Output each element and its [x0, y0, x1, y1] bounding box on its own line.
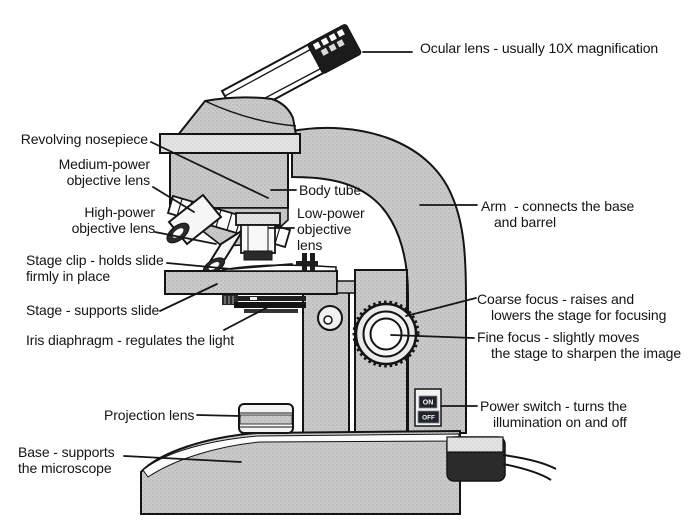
label-low-power-line2: objective [297, 221, 352, 237]
leader-nosepiece [150, 141, 269, 199]
label-fine-focus-line1: Fine focus - slightly moves [477, 329, 640, 345]
label-arm-line2: and barrel [494, 214, 557, 230]
label-iris-diaphragm: Iris diaphragm - regulates the light [26, 332, 235, 348]
label-low-power-line3: lens [297, 237, 323, 253]
label-fine-focus-line2: the stage to sharpen the image [491, 345, 682, 361]
head-seam [204, 100, 297, 127]
leader-iris [223, 306, 269, 331]
switch-on-button [418, 395, 438, 409]
microscope-head [175, 96, 298, 136]
leader-lines [123, 51, 478, 463]
label-power-switch-line2: illumination on and off [493, 414, 627, 430]
leader-base [123, 455, 242, 463]
leader-high [154, 231, 217, 245]
power-switch: ON OFF [414, 388, 442, 427]
label-base-line1: Base - supports [18, 444, 115, 460]
label-medium-power-line2: objective lens [66, 172, 151, 188]
fine-focus-knob [369, 317, 403, 351]
label-stage-clip-line1: Stage clip - holds slide [26, 252, 164, 268]
label-body-tube: Body tube [299, 182, 362, 198]
label-base-line2: the microscope [18, 460, 112, 476]
leader-stage-clip [166, 262, 293, 270]
label-coarse-focus-line2: lowers the stage for focusing [491, 307, 667, 323]
collar [159, 133, 301, 154]
label-medium-power-line1: Medium-power [58, 156, 150, 172]
leader-stage [159, 283, 218, 312]
label-high-power-line1: High-power [84, 204, 155, 220]
leader-medium [152, 186, 195, 213]
switch-off-label: OFF [422, 415, 435, 422]
label-power-switch-line1: Power switch - turns the [480, 398, 627, 414]
leader-coarse [405, 297, 477, 317]
label-projection-lens: Projection lens [104, 407, 195, 423]
switch-on-label: ON [423, 400, 434, 407]
leader-fine [390, 334, 475, 339]
projection-lens [238, 403, 294, 434]
body-tube [169, 152, 289, 209]
stage [164, 270, 359, 295]
label-coarse-focus-line1: Coarse focus - raises and [477, 291, 635, 307]
label-stage-clip-line2: firmly in place [26, 268, 111, 284]
low-power-objective [235, 212, 281, 261]
label-arm-line1: Arm - connects the base [481, 198, 635, 214]
small-knob [317, 305, 343, 331]
label-stage: Stage - supports slide [26, 302, 160, 318]
iris-diaphragm [222, 295, 306, 313]
power-cord [446, 436, 557, 482]
leader-projection [196, 414, 241, 417]
label-revolving-nosepiece: Revolving nosepiece [20, 131, 148, 147]
label-low-power-line1: Low-power [297, 205, 365, 221]
stage-clip-pin [296, 253, 318, 272]
label-ocular-lens: Ocular lens - usually 10X magnification [420, 40, 659, 56]
eyepiece-cap [307, 24, 362, 74]
medium-power-objective [166, 193, 223, 246]
switch-off-button [417, 410, 440, 424]
base [140, 429, 461, 515]
label-high-power-line2: objective lens [71, 220, 156, 236]
